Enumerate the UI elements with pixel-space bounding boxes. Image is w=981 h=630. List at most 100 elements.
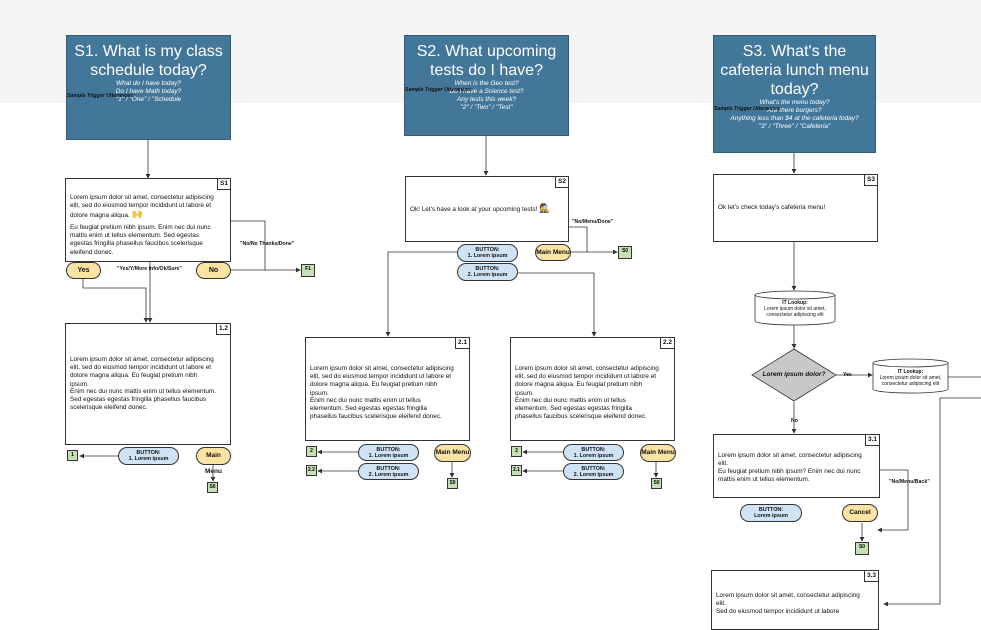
s1-header: S1. What is my class schedule today? Sam… — [66, 35, 231, 140]
s1-yes-button[interactable]: Yes — [66, 262, 101, 279]
s2-s0-node[interactable]: S0 — [618, 246, 632, 259]
s2-2-2-s0-node[interactable]: S0 — [651, 478, 662, 489]
s1-utterance: Do I have Math today? — [115, 88, 182, 95]
s1-box-text: Lorem ipsum dolor sit amet, consectetur … — [70, 194, 214, 220]
s3-decision-text: Lorem ipsum dolor? — [762, 371, 826, 378]
s2-2-2-button-1-title: BUTTON: — [581, 447, 606, 453]
s1-node-1[interactable]: 1 — [67, 450, 78, 461]
s2-detail-tag-2-2: 2.2 — [659, 338, 674, 349]
s1-s0-node[interactable]: S0 — [207, 482, 218, 493]
s2-2-2-button-2[interactable]: BUTTON: 2. Lorem ipsum — [563, 463, 624, 480]
s2-2-2-button-2-label: 2. Lorem ipsum — [573, 472, 614, 479]
s1-detail-tag: 1.2 — [215, 324, 230, 335]
s2-node-2-b[interactable]: 2 — [511, 446, 522, 457]
s2-detail-box-2-1: 2.1 Lorem ipsum dolor sit amet, consecte… — [305, 337, 470, 441]
s2-button-1-title: BUTTON: — [475, 247, 500, 253]
s3-utterances: Sample Trigger Utterances: What's the me… — [714, 99, 875, 131]
s2-main-menu-button[interactable]: Main Menu — [535, 244, 571, 261]
s3-nomenu-label: "No/Menu/Back" — [889, 479, 930, 485]
s3-box-text: Ok let's check today's cafeteria menu! — [718, 204, 826, 211]
s2-2-1-main-menu-button[interactable]: Main Menu — [434, 444, 471, 462]
s2-detail-text-2-1b: Enim nec dui nunc mattis enim ut tellus … — [310, 397, 442, 421]
s3-cancel-button[interactable]: Cancel — [842, 504, 878, 522]
s1-utterance-label: Sample Trigger Utterances: — [67, 93, 135, 99]
detective-icon: 🕵 — [539, 203, 551, 213]
database-icon — [754, 290, 836, 326]
s2-utterance: "2" / "Two" / "Test" — [460, 104, 513, 111]
s3-message-box: S3 Ok let's check today's cafeteria menu… — [713, 174, 878, 242]
s2-utterance: Any tests this week? — [456, 96, 517, 103]
s2-2-1-button-2-label: 2. Lorem ipsum — [368, 472, 409, 479]
s2-2-2-button-1-label: 1. Lorem ipsum — [573, 453, 614, 460]
s2-box-text: Ok! Let's have a look at your upcoming t… — [410, 206, 538, 213]
database-icon — [872, 358, 949, 394]
s2-node-2-1[interactable]: 2.1 — [511, 465, 522, 476]
s1-main-menu-button[interactable]: Main Menu — [196, 447, 231, 475]
s1-utterance: "1" / "One" / "Schedule — [115, 96, 182, 103]
s1-yes-label: "Yes/Y/More info/Ok/Sure" — [117, 266, 182, 272]
s2-2-1-button-1[interactable]: BUTTON: 1. Lorem ipsum — [358, 444, 419, 461]
s3-button-label: Lorem ipsum — [754, 513, 788, 520]
s2-2-2-button-2-title: BUTTON: — [581, 466, 606, 472]
s3-detail-text-3-3b: Sed do eiusmod tempor incididunt ut labo… — [716, 608, 840, 615]
s1-f1-node[interactable]: F1 — [301, 264, 315, 277]
s2-utterance: When is the Geo test? — [454, 80, 519, 87]
s3-box-tag: S3 — [864, 175, 877, 186]
s1-button-1-title: BUTTON: — [136, 450, 161, 456]
s2-utterance: Do I have a Science test? — [449, 88, 524, 95]
s1-detail-text-2: Enim nec dui nunc mattis enim ut tellus … — [70, 388, 216, 412]
s2-2-2-button-1[interactable]: BUTTON: 1. Lorem ipsum — [563, 444, 624, 461]
s2-2-2-main-menu-button[interactable]: Main Menu — [640, 444, 676, 462]
s2-header: S2. What upcoming tests do I have? Sampl… — [404, 35, 569, 136]
s2-detail-box-2-2: 2.2 Lorem ipsum dolor sit amet, consecte… — [510, 337, 675, 441]
s3-detail-box-3-3: 3.3 Lorem ipsum dolor sit amet, consecte… — [711, 570, 879, 630]
s2-node-2[interactable]: 2 — [306, 446, 317, 457]
s2-detail-tag-2-1: 2.1 — [454, 338, 469, 349]
s2-detail-text-2-2b: Enim nec dui nunc mattis enim ut tellus … — [515, 397, 647, 421]
s2-nomenu-label: "No/Menu/Done" — [572, 219, 614, 225]
s2-title: S2. What upcoming tests do I have? — [416, 43, 557, 79]
s3-button[interactable]: BUTTON: Lorem ipsum — [740, 504, 802, 522]
s2-utterances: Sample Trigger Utterances: When is the G… — [405, 80, 568, 112]
s2-message-box: S2 Ok! Let's have a look at your upcomin… — [405, 176, 569, 242]
s3-detail-text-3-1: Lorem ipsum dolor sit amet, consectetur … — [718, 452, 862, 468]
s2-2-1-button-1-title: BUTTON: — [376, 447, 401, 453]
s1-utterances: Sample Trigger Utterances: What do I hav… — [67, 80, 230, 104]
s1-no-button[interactable]: No — [196, 262, 231, 279]
s1-box-text-2: Eu feugiat pretium nibh ipsum. Enim nec … — [70, 224, 211, 256]
s2-2-1-button-2[interactable]: BUTTON: 2. Lorem ipsum — [358, 463, 419, 480]
s1-title: S1. What is my class schedule today? — [74, 43, 223, 79]
s3-lookup-2: IT Lookup: Lorem ipsum dolor sit amet, c… — [874, 369, 947, 387]
s2-utterance-label: Sample Trigger Utterances: — [405, 87, 473, 93]
s3-lookup-2-title: IT Lookup: — [897, 369, 924, 375]
s1-no-label: "No/No Thanks/Done" — [240, 241, 295, 247]
s1-utterance: What do I have today? — [115, 80, 182, 87]
s2-detail-text-2-1: Lorem ipsum dolor sit amet, consectetur … — [310, 365, 454, 397]
s2-node-2-2[interactable]: 2.2 — [306, 465, 317, 476]
s2-button-1-label: 1. Lorem ipsum — [467, 253, 508, 260]
s1-detail-box: 1.2 Lorem ipsum dolor sit amet, consecte… — [65, 323, 231, 445]
s2-button-2[interactable]: BUTTON: 2. Lorem ipsum — [457, 263, 518, 281]
s3-detail-text-3-3: Lorem ipsum dolor sit amet, consectetur … — [716, 592, 860, 608]
s3-utterance-label: Sample Trigger Utterances: — [714, 106, 782, 112]
s3-title: S3. What's the cafeteria lunch menu toda… — [720, 43, 869, 98]
s2-2-1-s0-node[interactable]: S0 — [447, 478, 458, 489]
s3-utterance: "3" / "Three" / "Cafeteria" — [758, 123, 831, 130]
s2-2-1-button-1-label: 1. Lorem ipsum — [368, 453, 409, 460]
s3-lookup-1-text: Lorem ipsum dolor sit amet, consectetur … — [764, 306, 826, 318]
s3-decision-yes-label: Yes — [843, 372, 852, 378]
s3-detail-tag-3-3: 3.3 — [863, 571, 878, 582]
s2-button-1[interactable]: BUTTON: 1. Lorem ipsum — [457, 244, 518, 262]
s1-button-1-label: 1. Lorem ipsum — [128, 456, 169, 463]
s3-s0-node[interactable]: S0 — [855, 542, 869, 555]
s3-detail-text-3-1b: Eu feugiat pretium nibh ipsum? Enim nec … — [718, 468, 861, 484]
s3-button-title: BUTTON: — [758, 507, 784, 513]
s3-detail-box-3-1: 3.1 Lorem ipsum dolor sit amet, consecte… — [713, 434, 880, 498]
s3-header: S3. What's the cafeteria lunch menu toda… — [713, 35, 876, 153]
s3-utterance: Anything less than $4 at the cafeteria t… — [730, 115, 859, 122]
s3-utterance: What's the menu today? — [759, 99, 830, 106]
s1-button-1[interactable]: BUTTON: 1. Lorem ipsum — [118, 447, 179, 465]
raised-hands-icon: 🙌 — [131, 209, 143, 220]
s3-lookup-1-title: IT Lookup: — [782, 300, 808, 306]
